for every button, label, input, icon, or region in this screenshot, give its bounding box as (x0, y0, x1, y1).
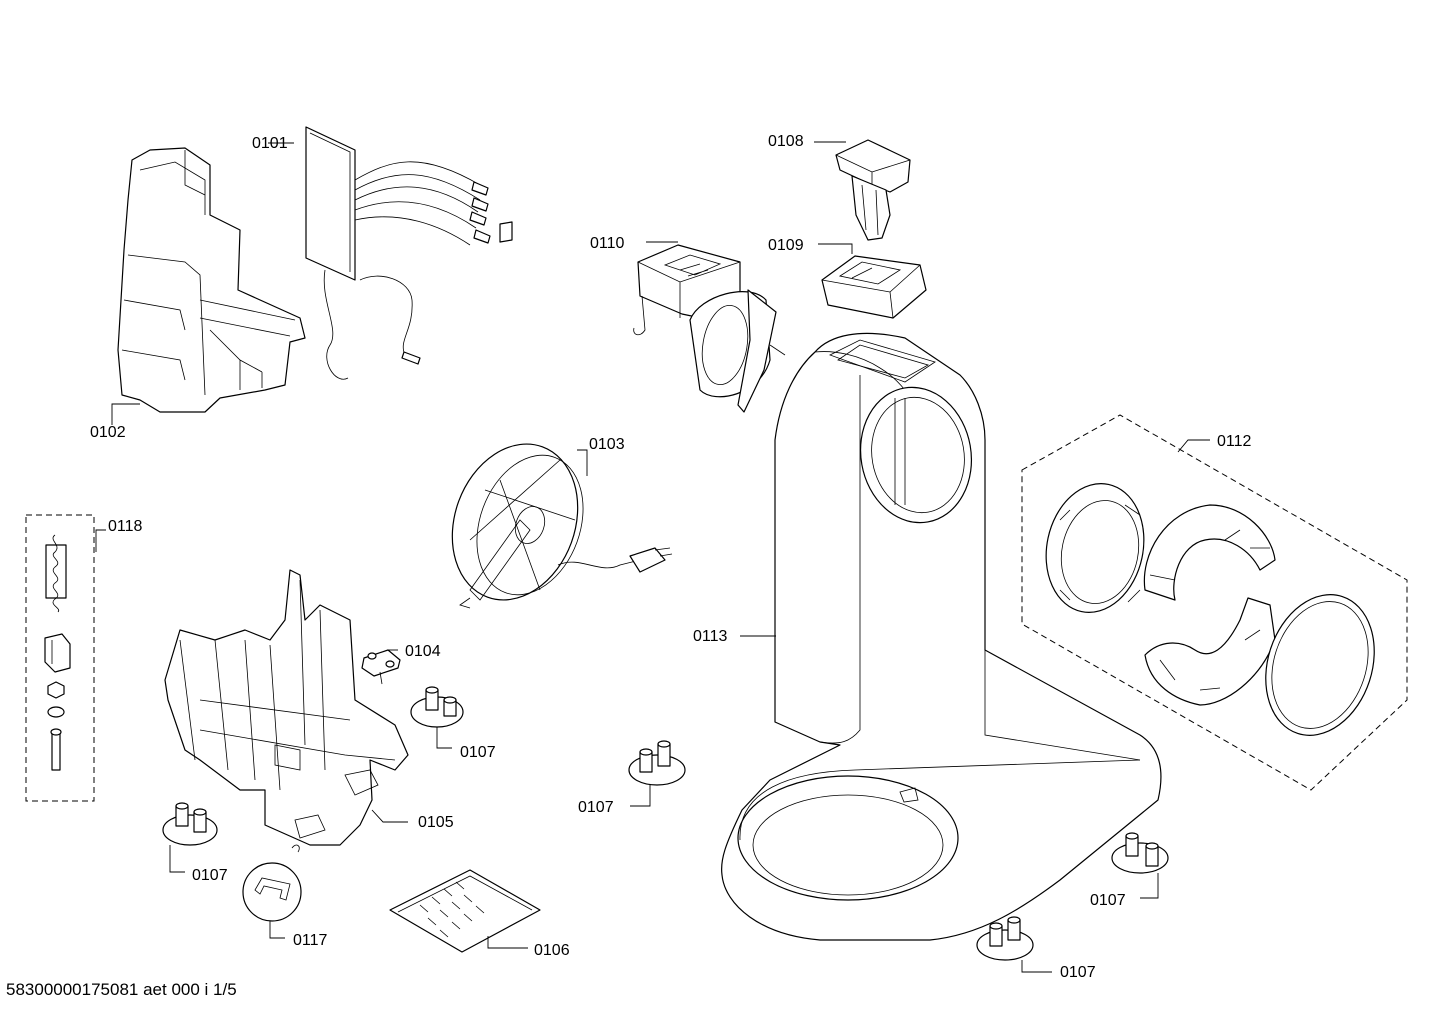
leader-0102 (111, 403, 140, 425)
leader-0106 (487, 936, 528, 949)
leader-0107-2 (630, 785, 651, 807)
leader-0107-4 (1140, 873, 1159, 899)
label-0106: 0106 (534, 942, 570, 959)
part-0107-foot-2 (628, 740, 686, 786)
part-0112-ring-kit (1021, 414, 1408, 791)
label-0102: 0102 (90, 424, 126, 441)
label-0109: 0109 (768, 237, 804, 254)
leader-0117 (269, 921, 285, 939)
part-0118-kit (25, 514, 95, 802)
leader-0118 (95, 529, 106, 552)
part-0101-control-board (305, 126, 513, 380)
part-0107-foot-4 (1111, 832, 1169, 874)
label-0117: 0117 (293, 932, 328, 949)
part-0107-foot-1 (410, 686, 464, 728)
leader-0107-3 (169, 845, 185, 873)
part-0105-base-frame (164, 569, 409, 846)
leader-0107-5 (1021, 960, 1052, 973)
drawing-number: 58300000175081 aet 000 i 1/5 (6, 980, 237, 999)
kit-0112-box (1021, 414, 1408, 791)
part-0117-clip (242, 844, 302, 922)
part-0106-screw-bag (389, 869, 541, 953)
part-0113-main-body (720, 332, 1162, 941)
label-0113: 0113 (693, 628, 728, 645)
part-0109-bushing (821, 255, 927, 319)
label-0101: 0101 (252, 135, 288, 152)
label-0118: 0118 (108, 518, 143, 535)
leader-0103 (577, 449, 588, 476)
leader-0112 (1177, 439, 1210, 453)
leader-0109 (818, 243, 853, 254)
kit-0118-box (25, 514, 95, 802)
part-0107-foot-3 (162, 802, 218, 846)
leader-0107-1 (436, 727, 452, 749)
part-0102-housing (117, 147, 306, 413)
part-0110-motor-block (633, 244, 786, 413)
label-0105: 0105 (418, 814, 454, 831)
label-0107-2: 0107 (578, 799, 614, 816)
label-0103: 0103 (589, 436, 625, 453)
leader-0105 (371, 809, 408, 823)
label-0107-5: 0107 (1060, 964, 1096, 981)
label-0107-1: 0107 (460, 744, 496, 761)
label-0108: 0108 (768, 133, 804, 150)
part-0108-lever-cap (835, 139, 911, 241)
part-0107-foot-5 (976, 916, 1034, 961)
label-0104: 0104 (405, 643, 441, 660)
label-0107-4: 0107 (1090, 892, 1126, 909)
part-0104-bracket (361, 649, 401, 685)
label-0107-3: 0107 (192, 867, 228, 884)
part-0103-cable-reel (451, 443, 673, 609)
label-0110: 0110 (590, 235, 625, 252)
label-0112: 0112 (1217, 433, 1252, 450)
